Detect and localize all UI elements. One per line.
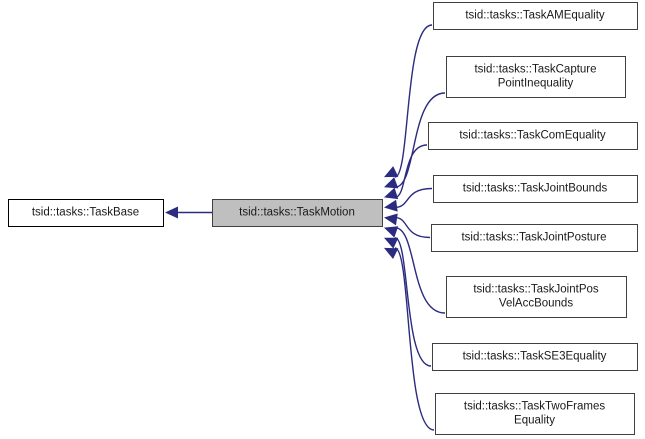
edge-taskse3equality-to-taskmotion [394,237,432,367]
edge-taskjointposvelaccbounds-to-taskmotion [394,226,446,314]
node-label-taskamequality: tsid::tasks::TaskAMEquality [465,10,605,22]
node-box-taskjointposvelaccbounds[interactable] [446,276,627,318]
node-box-taskcapturepointinequality[interactable] [446,56,626,98]
edge-taskjointposture-to-taskmotion [394,216,431,239]
node-taskjointbounds[interactable]: tsid::tasks::TaskJointBounds [433,175,638,203]
node-label-tasktwoframesequality: tsid::tasks::TaskTwoFrames [464,401,605,413]
node-box-taskmotion[interactable] [212,199,383,227]
node-label-taskmotion: tsid::tasks::TaskMotion [239,207,355,219]
edge-taskamequality-to-taskmotion [394,24,433,178]
arrowhead-taskcomequality [384,187,399,200]
arrowhead-taskse3equality [384,237,399,249]
arrowhead-taskjointbounds [384,199,398,212]
node-taskcomequality[interactable]: tsid::tasks::TaskComEquality [428,122,638,150]
node-label-taskcapturepointinequality: tsid::tasks::TaskCapture [474,64,596,76]
node-label-taskjointposvelaccbounds: VelAccBounds [499,298,573,310]
arrowhead-taskbase [165,206,178,219]
nodes-layer: tsid::tasks::TaskBase tsid::tasks::TaskMo… [8,2,638,435]
edge-taskjointbounds-to-taskmotion [394,187,433,209]
arrowhead-tasktwoframesequality [384,247,399,260]
node-box-taskjointposture[interactable] [431,224,638,252]
node-label-taskjointbounds: tsid::tasks::TaskJointBounds [463,183,608,195]
edge-tasktwoframesequality-to-taskmotion [394,247,435,431]
edge-taskcapturepointinequality-to-taskmotion [394,92,446,188]
arrowhead-taskjointposvelaccbounds [384,226,399,238]
node-label-taskcapturepointinequality: PointInequality [498,78,574,90]
node-taskjointposture[interactable]: tsid::tasks::TaskJointPosture [431,224,638,252]
node-label-tasktwoframesequality: Equality [514,415,555,427]
node-label-taskjointposvelaccbounds: tsid::tasks::TaskJointPos [473,284,599,296]
node-box-taskcomequality[interactable] [428,122,638,150]
node-label-taskbase: tsid::tasks::TaskBase [32,207,139,219]
arrowhead-taskjointposture [384,213,398,226]
node-box-taskbase[interactable] [8,199,164,227]
node-box-taskjointbounds[interactable] [433,175,638,203]
arrowhead-taskcapturepointinequality [384,177,399,189]
node-taskbase[interactable]: tsid::tasks::TaskBase [8,199,164,227]
node-label-taskjointposture: tsid::tasks::TaskJointPosture [461,232,606,244]
node-taskamequality[interactable]: tsid::tasks::TaskAMEquality [433,2,638,30]
node-label-taskse3equality: tsid::tasks::TaskSE3Equality [463,351,607,363]
edge-taskcomequality-to-taskmotion [394,144,428,199]
node-box-taskse3equality[interactable] [432,343,638,371]
node-taskmotion[interactable]: tsid::tasks::TaskMotion [212,199,383,227]
node-taskse3equality[interactable]: tsid::tasks::TaskSE3Equality [432,343,638,371]
node-box-tasktwoframesequality[interactable] [435,393,635,435]
edges-layer [165,24,446,431]
node-label-taskcomequality: tsid::tasks::TaskComEquality [459,130,606,142]
node-box-taskamequality[interactable] [433,2,638,30]
arrowhead-taskamequality [384,166,399,178]
